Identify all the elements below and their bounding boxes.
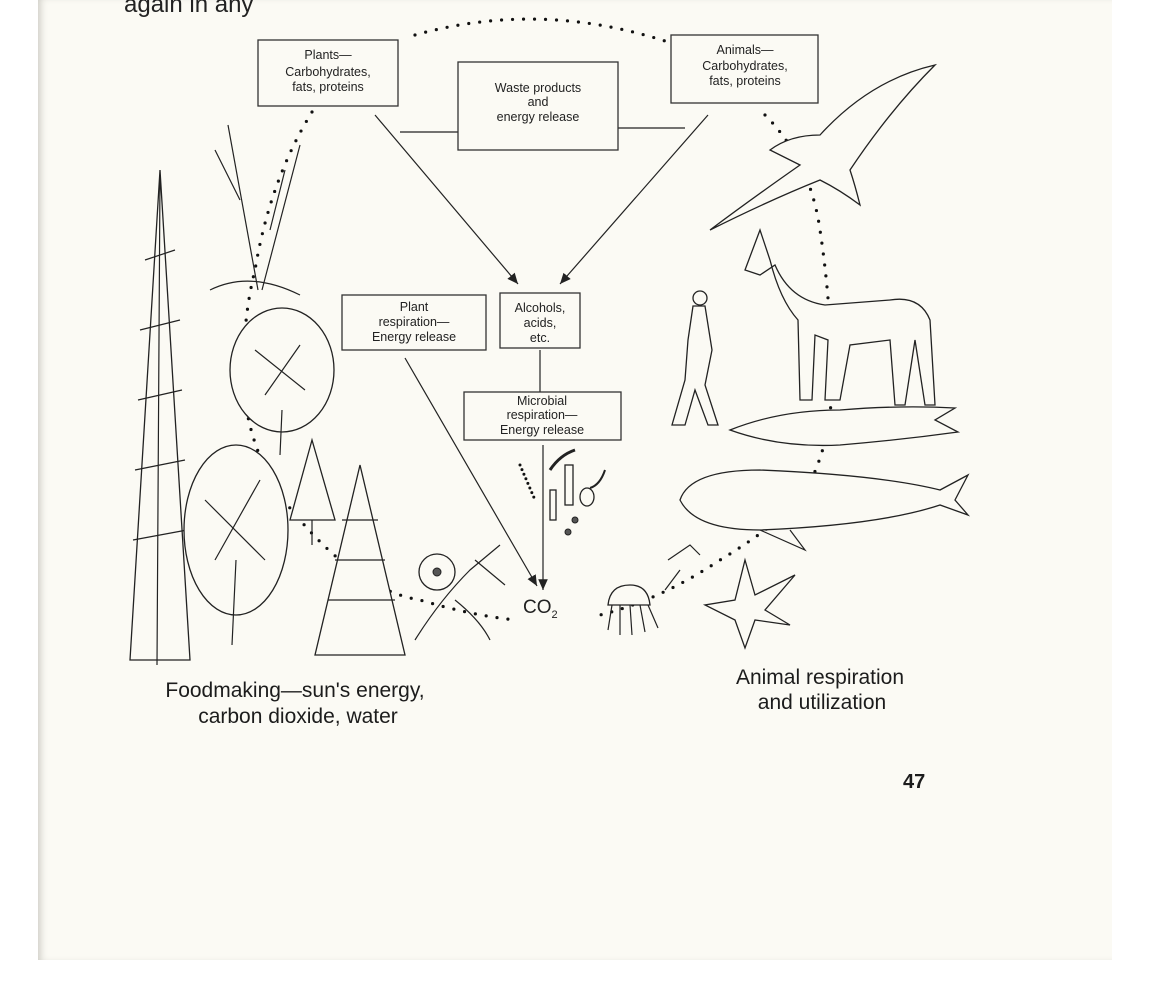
foodmaking-caption: Foodmaking—sun's energy, carbon dioxide,… <box>165 679 424 728</box>
microbes-illustration <box>518 448 606 536</box>
svg-text:Plant: Plant <box>400 300 429 314</box>
page-number: 47 <box>903 771 925 793</box>
alcohols-box: Alcohols, acids, etc. <box>499 292 581 349</box>
animal-respiration-caption: Animal respiration and utilization <box>736 666 904 714</box>
svg-text:Energy release: Energy release <box>500 423 584 437</box>
svg-text:etc.: etc. <box>530 331 550 345</box>
svg-text:respiration—: respiration— <box>379 315 450 329</box>
svg-text:carbon dioxide, water: carbon dioxide, water <box>198 705 398 728</box>
svg-text:Foodmaking—sun's energy,: Foodmaking—sun's energy, <box>165 679 424 702</box>
svg-text:CO2: CO2 <box>523 597 558 621</box>
svg-text:acids,: acids, <box>524 316 557 330</box>
co2-label: CO2 <box>515 592 570 621</box>
animals-illustration <box>607 63 971 650</box>
plant-respiration-box: Plant respiration— Energy release <box>341 294 487 351</box>
svg-text:Animal respiration: Animal respiration <box>736 666 904 689</box>
svg-text:Energy release: Energy release <box>372 330 456 344</box>
svg-text:Alcohols,: Alcohols, <box>515 301 566 315</box>
animals-box: Animals— Carbohydrates, fats, proteins <box>670 34 819 104</box>
waste-products-box: Waste products and energy release <box>457 61 619 151</box>
svg-text:Plants—: Plants— <box>304 48 352 62</box>
svg-text:energy release: energy release <box>497 110 580 124</box>
dotted-cycle-path <box>242 17 833 622</box>
connector-lines <box>374 114 709 590</box>
svg-text:fats, proteins: fats, proteins <box>709 74 781 88</box>
svg-text:Animals—: Animals— <box>717 43 774 57</box>
svg-text:Microbial: Microbial <box>517 394 567 408</box>
svg-text:Carbohydrates,: Carbohydrates, <box>702 59 787 73</box>
plants-box: Plants— Carbohydrates, fats, proteins <box>257 39 399 107</box>
microbial-respiration-box: Microbial respiration— Energy release <box>463 391 622 441</box>
top-text-fragment: again in any <box>124 0 253 18</box>
svg-text:Waste products: Waste products <box>495 81 581 95</box>
svg-text:and utilization: and utilization <box>758 691 886 714</box>
svg-text:Carbohydrates,: Carbohydrates, <box>285 65 370 79</box>
svg-text:and: and <box>528 95 549 109</box>
svg-text:fats, proteins: fats, proteins <box>292 80 364 94</box>
svg-text:respiration—: respiration— <box>507 408 578 422</box>
plants-illustration <box>129 124 506 666</box>
